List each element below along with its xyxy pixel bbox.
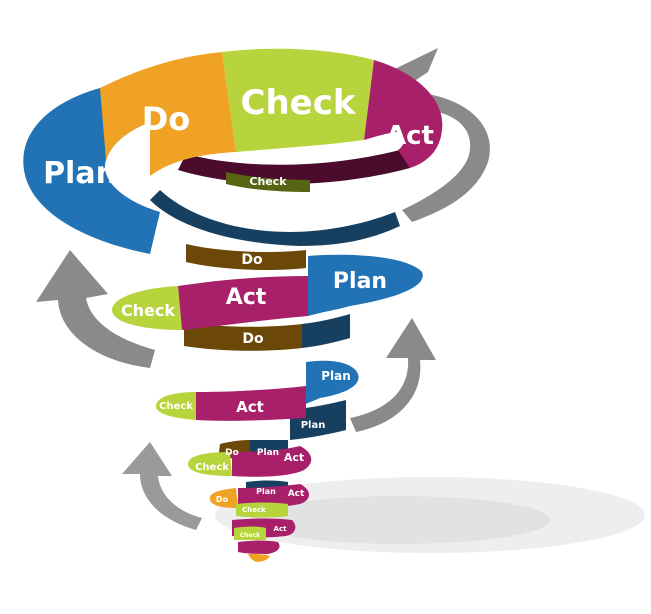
ring4-segment-check	[188, 452, 232, 476]
back-segment-do-2	[186, 244, 306, 270]
ring3-label-plan: Plan	[321, 369, 351, 383]
ring3-segment-plan	[306, 360, 359, 404]
ring-3: Check Act Plan	[156, 360, 359, 421]
ring2-label-act: Act	[226, 285, 267, 310]
top-label-act: Act	[386, 121, 434, 151]
spiral-tip	[248, 554, 270, 562]
ring4-label-act: Act	[284, 451, 304, 464]
back-band-1	[178, 150, 410, 185]
ring4-segment-act-front	[232, 446, 312, 477]
ring4-label-do: Do	[225, 448, 239, 458]
ring6-label-act: Act	[274, 525, 288, 533]
ring4-label-plan: Plan	[257, 448, 279, 458]
ring2-segment-check	[112, 286, 182, 330]
ring2-label-check: Check	[121, 301, 175, 320]
ring7-segment-check	[234, 526, 266, 540]
ring5-segment-do	[209, 488, 238, 508]
top-label-do: Do	[142, 100, 191, 138]
ring4-label-check: Check	[195, 462, 229, 473]
ring5-label-plan: Plan	[256, 487, 276, 496]
ring-4: Do Plan Check Act	[188, 440, 312, 477]
back-label-do-2: Do	[241, 252, 263, 268]
cycle-arrow-icon	[350, 318, 436, 432]
ring2-segment-act	[178, 276, 308, 330]
ring5-segment-act	[238, 484, 309, 508]
ring2-segment-plan	[308, 254, 423, 316]
back-segment-do-3	[184, 322, 302, 351]
top-label-plan: Plan	[43, 156, 117, 191]
back-band-3	[302, 314, 350, 348]
ring3-segment-act	[196, 386, 306, 421]
top-label-check: Check	[241, 83, 357, 123]
back-label-check-1: Check	[249, 175, 287, 188]
ring3-label-act: Act	[236, 398, 264, 416]
back-label-do-3: Do	[242, 331, 264, 347]
ring5-label-act: Act	[288, 489, 305, 499]
top-segment-do	[100, 52, 236, 176]
ring7-label-check: Check	[240, 532, 261, 539]
ring2-label-plan: Plan	[333, 269, 387, 294]
cycle-arrow-icon	[122, 442, 202, 530]
ring6-label-check: Check	[242, 506, 266, 514]
ring6-segment-check	[236, 502, 288, 518]
ring3-segment-check	[156, 392, 196, 420]
top-segment-act	[364, 60, 443, 168]
ground-shadow-inner	[250, 496, 550, 544]
back-segment-check-1	[226, 172, 310, 192]
ring-7: Check	[234, 526, 280, 562]
back-label-plan-4: Plan	[301, 420, 326, 431]
ring5-label-do: Do	[216, 495, 229, 504]
top-ring: Plan Do Check Act	[23, 48, 443, 254]
top-segment-check	[222, 48, 374, 152]
ring7-segment-act	[238, 540, 280, 554]
spiral-back-band	[150, 190, 400, 246]
ring-2: Check Act Plan	[112, 254, 423, 330]
cycle-arrow-icon	[36, 250, 155, 368]
ring-5: Plan Do Act	[209, 480, 309, 508]
ring3-label-check: Check	[159, 401, 193, 412]
